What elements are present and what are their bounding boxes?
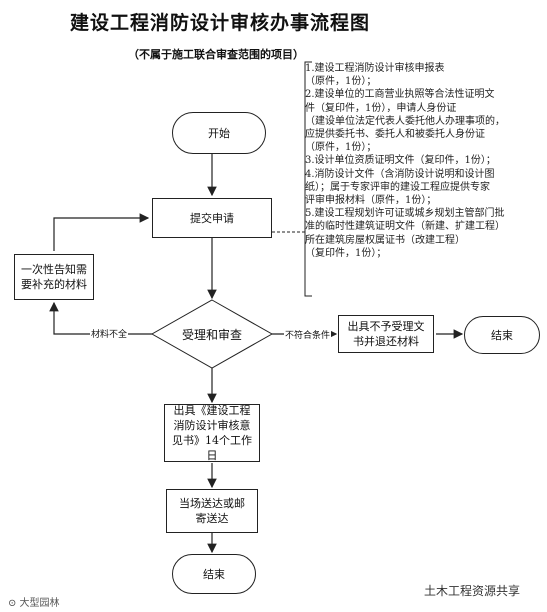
edge-label-incomplete: 材料不全 [90, 327, 129, 340]
supplement-materials-box: 一次性告知需要补充的材料 [14, 254, 94, 300]
submit-application-box: 提交申请 [152, 198, 272, 238]
watermark-left: ⊙ 大型园林 [8, 598, 60, 609]
review-opinion-box: 出具《建设工程消防设计审核意见书》14个工作日 [164, 404, 260, 462]
watermark-right: 土木工程资源共享 [424, 584, 521, 598]
page-subtitle: （不属于施工联合审查范围的项目） [128, 48, 304, 61]
delivery-box: 当场送达或邮寄送达 [166, 489, 258, 533]
edge-supplement-submit [53, 213, 150, 251]
required-materials-note: 1.建设工程消防设计审核申报表 （原件，1份）； 2.建设单位的工商营业执照等合… [305, 63, 505, 259]
edge-label-not-qualified: 不符合条件 [284, 328, 332, 341]
review-decision-label: 受理和审查 [181, 328, 242, 342]
end-node: 结束 [172, 554, 256, 594]
page-title: 建设工程消防设计审核办事流程图 [70, 12, 371, 34]
reject-document-box: 出具不予受理文书并退还材料 [338, 315, 434, 353]
notes-bracket [304, 61, 312, 297]
end-node-reject: 结束 [464, 316, 540, 354]
start-node: 开始 [172, 112, 266, 154]
